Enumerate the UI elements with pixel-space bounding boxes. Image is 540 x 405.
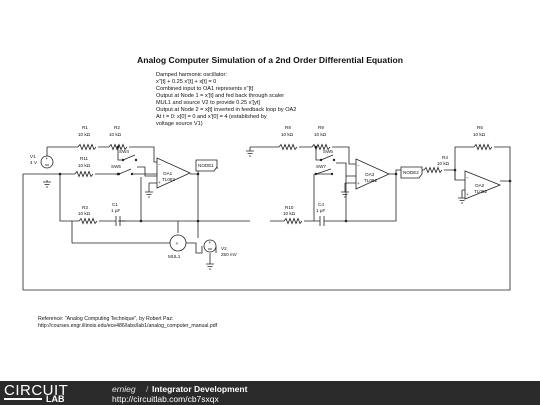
logo-underline (4, 398, 42, 400)
r11-name: R11 (80, 156, 89, 161)
opamp-oa3[interactable]: − + OA3 TL082 (355, 158, 390, 190)
c1-value: 1 µF (111, 208, 120, 213)
schematic-title: Analog Computer Simulation of a 2nd Orde… (137, 55, 403, 65)
sw6-label: SW6 (323, 149, 333, 154)
r3-name: R3 (82, 205, 88, 210)
c1-name: C1 (112, 202, 118, 207)
mul1-times-icon: × (176, 241, 179, 246)
r11-value: 10 kΩ (78, 163, 91, 168)
v2-value: 250 mV (221, 252, 238, 257)
switch-sw5[interactable]: SW5 (111, 164, 134, 176)
v2-name: V2 (221, 246, 227, 251)
r10-value: 10 kΩ (283, 211, 296, 216)
voltage-source-v2[interactable]: + V2 250 mV (203, 239, 238, 257)
sw4-label: SW4 (119, 149, 129, 154)
r9-name: R9 (318, 125, 324, 130)
oa2-minus: − (466, 175, 469, 180)
switch-sw4[interactable]: SW4 (119, 149, 138, 162)
mul1-label: MUL1 (168, 254, 181, 259)
r8-value: 10 kΩ (281, 132, 294, 137)
project-title: Integrator Development (152, 384, 248, 394)
v1-name: V1 (30, 154, 36, 159)
r9-value: 10 kΩ (314, 132, 327, 137)
wires-left-stage (43, 146, 250, 270)
r5-value: 10 kΩ (473, 132, 486, 137)
resistor-r4[interactable]: R4 10 kΩ (423, 155, 450, 174)
oa3-plus: + (357, 181, 360, 186)
resistor-r8[interactable]: R8 10 kΩ (278, 125, 298, 151)
note-line: x''[t] + 0.25 x'[t] + x[t] = 0 (156, 79, 216, 85)
sw7-label: SW7 (316, 164, 326, 169)
opamp-oa2[interactable]: − + OA2 TL082 (464, 170, 502, 200)
reference-url[interactable]: http://courses.engr.illinois.edu/ece486/… (38, 323, 218, 329)
oa2-part: TL082 (474, 189, 487, 194)
description-notes: Damped harmonic oscillator: x''[t] + 0.2… (156, 72, 296, 127)
circuitlab-logo[interactable]: CIRCUIT (4, 382, 69, 399)
resistor-r11[interactable]: R11 10 kΩ (74, 156, 94, 178)
voltage-source-v1[interactable]: + V1 4 V (30, 154, 54, 169)
node1-label[interactable]: NODE1 (195, 159, 218, 172)
r1-name: R1 (82, 125, 88, 130)
reference-line: Reference: "Analog Computing Technique",… (38, 316, 173, 322)
oa1-minus: − (158, 162, 161, 167)
capacitor-c1[interactable]: C1 1 µF (110, 202, 126, 226)
resistor-r9[interactable]: R9 10 kΩ (311, 125, 331, 151)
oa3-minus: − (357, 163, 360, 168)
v1-value: 4 V (30, 160, 38, 165)
author-link[interactable]: ernieg (112, 384, 136, 394)
r3-value: 10 kΩ (78, 211, 91, 216)
r8-name: R8 (285, 125, 291, 130)
note-line: Output at Node 1 = x'[t] and fed back th… (156, 93, 284, 99)
v1-plus-icon: + (46, 156, 49, 161)
note-line: Combined input to OA1 represents x''[t] (156, 86, 254, 92)
node2-text: NODE2 (403, 170, 419, 175)
circuitlab-logo-sub: LAB (46, 394, 65, 404)
footer-bar: CIRCUIT LAB ernieg / Integrator Developm… (0, 381, 540, 405)
oa2-name: OA2 (475, 183, 485, 188)
r5-name: R5 (477, 125, 483, 130)
r2-name: R2 (114, 125, 120, 130)
r4-name: R4 (442, 155, 448, 160)
oa1-part: TL082 (162, 177, 175, 182)
breadcrumb-separator: / (146, 384, 149, 394)
project-url[interactable]: http://circuitlab.com/cb7sxqx (112, 394, 219, 404)
oa1-plus: + (158, 180, 161, 185)
multiplier-mul1[interactable]: × MUL1 (168, 234, 187, 259)
c4-value: 1 µF (316, 208, 325, 213)
resistor-r10[interactable]: R10 10 kΩ (283, 205, 303, 225)
resistor-r5[interactable]: R5 10 kΩ (473, 125, 493, 151)
oa3-name: OA3 (365, 172, 375, 177)
resistor-r1[interactable]: R1 10 kΩ (77, 125, 97, 151)
note-line: At t = 0: x[0] = 0 and x'[0] = 4 (establ… (156, 114, 267, 120)
note-line: Output at Node 2 = x[t] inverted in feed… (156, 107, 296, 113)
note-line: voltage source V1) (156, 121, 203, 127)
oa1-name: OA1 (163, 171, 173, 176)
junction-dots (58, 145, 512, 223)
sw5-label: SW5 (111, 164, 121, 169)
note-line: Damped harmonic oscillator: (156, 72, 227, 78)
resistor-r3[interactable]: R3 10 kΩ (78, 205, 98, 225)
opamp-oa1[interactable]: − + OA1 TL082 (156, 157, 191, 189)
switch-sw7[interactable]: SW7 (314, 164, 334, 176)
oa2-plus: + (466, 192, 469, 197)
note-line: MUL1 and source V2 to provide 0.25 x'[yt… (156, 100, 260, 106)
node1-text: NODE1 (198, 163, 214, 168)
v2-plus-icon: + (209, 240, 212, 245)
r2-value: 10 kΩ (109, 132, 122, 137)
r1-value: 10 kΩ (78, 132, 91, 137)
wires-middle-stage (22, 146, 511, 291)
r4-value: 10 kΩ (437, 161, 450, 166)
switch-sw6[interactable]: SW6 (319, 149, 336, 162)
node2-label[interactable]: NODE2 (400, 166, 423, 179)
oa3-part: TL082 (364, 178, 377, 183)
r10-name: R10 (285, 205, 294, 210)
capacitor-c4[interactable]: C4 1 µF (316, 202, 326, 226)
c4-name: C4 (318, 202, 324, 207)
